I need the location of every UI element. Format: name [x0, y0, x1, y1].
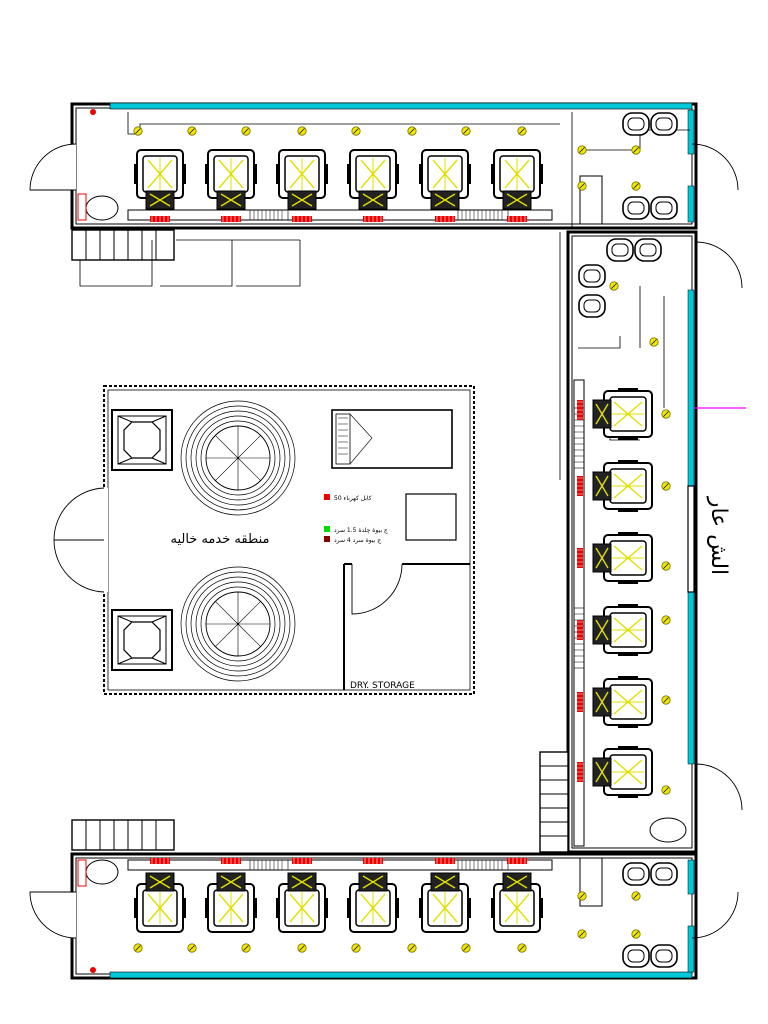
- right-wing: الش عار: [559, 230, 746, 854]
- stair-bottom: [71, 819, 175, 851]
- door-swing-icon: [29, 143, 77, 191]
- legend-maroon-label: ج بيوة سرد 4 سرد: [334, 537, 381, 544]
- top-wing: [28, 102, 739, 230]
- storage-label: DRY. STORAGE: [350, 681, 415, 691]
- sensor-icon: [133, 126, 143, 136]
- legend-red-label: كابل كهرباء 50: [334, 495, 372, 502]
- service-block: كابل كهرباء 50 ج بيوة چلدة 1.5 سرد ج بيو…: [50, 385, 475, 695]
- service-area-label: منطقه خدمه خاليه: [170, 532, 269, 547]
- chair-icon: [622, 112, 650, 136]
- bottom-wing: [28, 852, 739, 980]
- sink-icon: [85, 195, 119, 221]
- stair-top: [71, 229, 301, 287]
- bay-label: الش عار: [706, 496, 731, 575]
- unit-icon: [111, 409, 173, 471]
- legend-green-label: ج بيوة چلدة 1.5 سرد: [334, 527, 388, 534]
- stair-right: [539, 751, 569, 853]
